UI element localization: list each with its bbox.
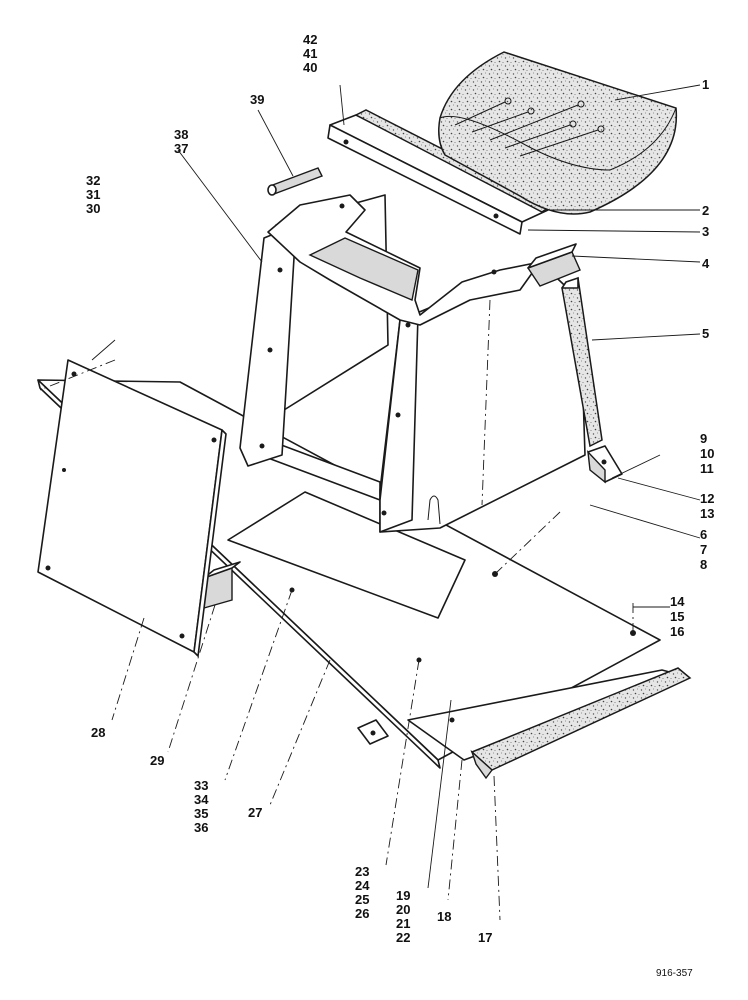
side-panel: [37, 359, 227, 657]
callout-37: 37: [174, 141, 188, 156]
callout-8: 8: [700, 557, 707, 572]
callout-32: 32: [86, 173, 100, 188]
callout-19: 19: [396, 888, 410, 903]
callout-13: 13: [700, 506, 714, 521]
callout-22: 22: [396, 930, 410, 945]
callout-34: 34: [194, 792, 209, 807]
callout-7: 7: [700, 542, 707, 557]
callout-10: 10: [700, 446, 714, 461]
callout-1: 1: [702, 77, 709, 92]
leader-lines: [39, 84, 701, 921]
callout-15: 15: [670, 609, 684, 624]
callout-14: 14: [670, 594, 685, 609]
callout-31: 31: [86, 187, 100, 202]
callout-21: 21: [396, 916, 410, 931]
callout-33: 33: [194, 778, 208, 793]
washer: [357, 719, 389, 745]
callout-20: 20: [396, 902, 410, 917]
callout-11: 11: [700, 461, 714, 476]
callout-6: 6: [700, 527, 707, 542]
callout-4: 4: [702, 256, 710, 271]
corner-block: [526, 243, 581, 287]
backrest-plate: [327, 114, 549, 235]
callout-23: 23: [355, 864, 369, 879]
seat-frame: [239, 194, 586, 533]
callout-30: 30: [86, 201, 100, 216]
mount-bracket: [587, 445, 623, 484]
callout-18: 18: [437, 909, 451, 924]
callout-16: 16: [670, 624, 684, 639]
seat-cushion: [438, 51, 678, 215]
callout-28: 28: [91, 725, 105, 740]
front-seal: [470, 667, 692, 780]
callout-29: 29: [150, 753, 164, 768]
callout-2: 2: [702, 203, 709, 218]
figure-reference: 916-357: [656, 968, 693, 979]
callout-25: 25: [355, 892, 369, 907]
callout-39: 39: [250, 92, 264, 107]
callout-38: 38: [174, 127, 188, 142]
callout-9: 9: [700, 431, 707, 446]
callout-42: 42: [303, 32, 317, 47]
callout-5: 5: [702, 326, 709, 341]
side-strip: [561, 276, 603, 448]
callouts: 1 2 3 4 5 9 10 11 12 13 6 7 8 14 15 16 1…: [86, 32, 714, 979]
callout-35: 35: [194, 806, 208, 821]
callout-24: 24: [355, 878, 370, 893]
callout-27: 27: [248, 805, 262, 820]
callout-41: 41: [303, 46, 317, 61]
callout-12: 12: [700, 491, 714, 506]
callout-26: 26: [355, 906, 369, 921]
callout-3: 3: [702, 224, 709, 239]
callout-36: 36: [194, 820, 208, 835]
callout-17: 17: [478, 930, 492, 945]
hinge-pin: [267, 167, 323, 196]
callout-40: 40: [303, 60, 317, 75]
